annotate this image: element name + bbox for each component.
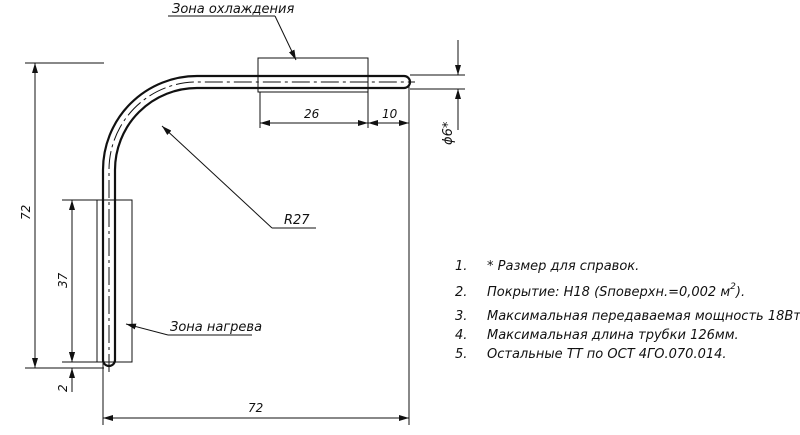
dim-72h-label: 72 (248, 401, 263, 415)
dim-10-label: 10 (382, 107, 398, 121)
dim-dia-label: ϕ6* (441, 121, 456, 145)
cooling-zone-leader (274, 15, 297, 61)
note-1-num: 1. (455, 259, 467, 274)
note-2-main: Покрытие: Н18 (Sповерхн.=0,002 м (487, 285, 730, 300)
note-4-text: Максимальная длина трубки 126мм. (487, 328, 739, 343)
note-2-num: 2. (455, 285, 467, 300)
radius-label: R27 (284, 213, 310, 228)
cooling-zone-label: Зона охлаждения (172, 2, 294, 17)
radius-leader (161, 125, 273, 229)
dim-72v-label: 72 (19, 205, 33, 220)
note-5-num: 5. (455, 347, 467, 362)
note-5-text: Остальные ТТ по ОСТ 4ГО.070.014. (487, 347, 727, 362)
note-2-text: Покрытие: Н18 (Sповерхн.=0,002 м2). (487, 282, 745, 300)
pipe-centerline (108, 81, 415, 372)
note-2-sup: 2 (730, 282, 736, 292)
dim-2-label: 2 (56, 384, 70, 392)
note-3-text: Максимальная передаваемая мощность 18Вт. (487, 309, 800, 324)
note-3-num: 3. (455, 309, 467, 324)
dim-37-label: 37 (56, 272, 70, 288)
pipe-outline (101, 74, 412, 368)
dim-26-label: 26 (304, 107, 320, 121)
note-1-text: * Размер для справок. (487, 259, 639, 274)
note-2-tail: ). (735, 285, 745, 300)
note-4-num: 4. (455, 328, 467, 343)
cooling-zone-rect (257, 57, 369, 93)
heating-zone-leader (125, 323, 169, 336)
heating-zone-rect (96, 199, 133, 363)
notes-block: 1. * Размер для справок. 2. Покрытие: Н1… (455, 259, 800, 362)
heating-zone-label: Зона нагрева (170, 320, 262, 335)
